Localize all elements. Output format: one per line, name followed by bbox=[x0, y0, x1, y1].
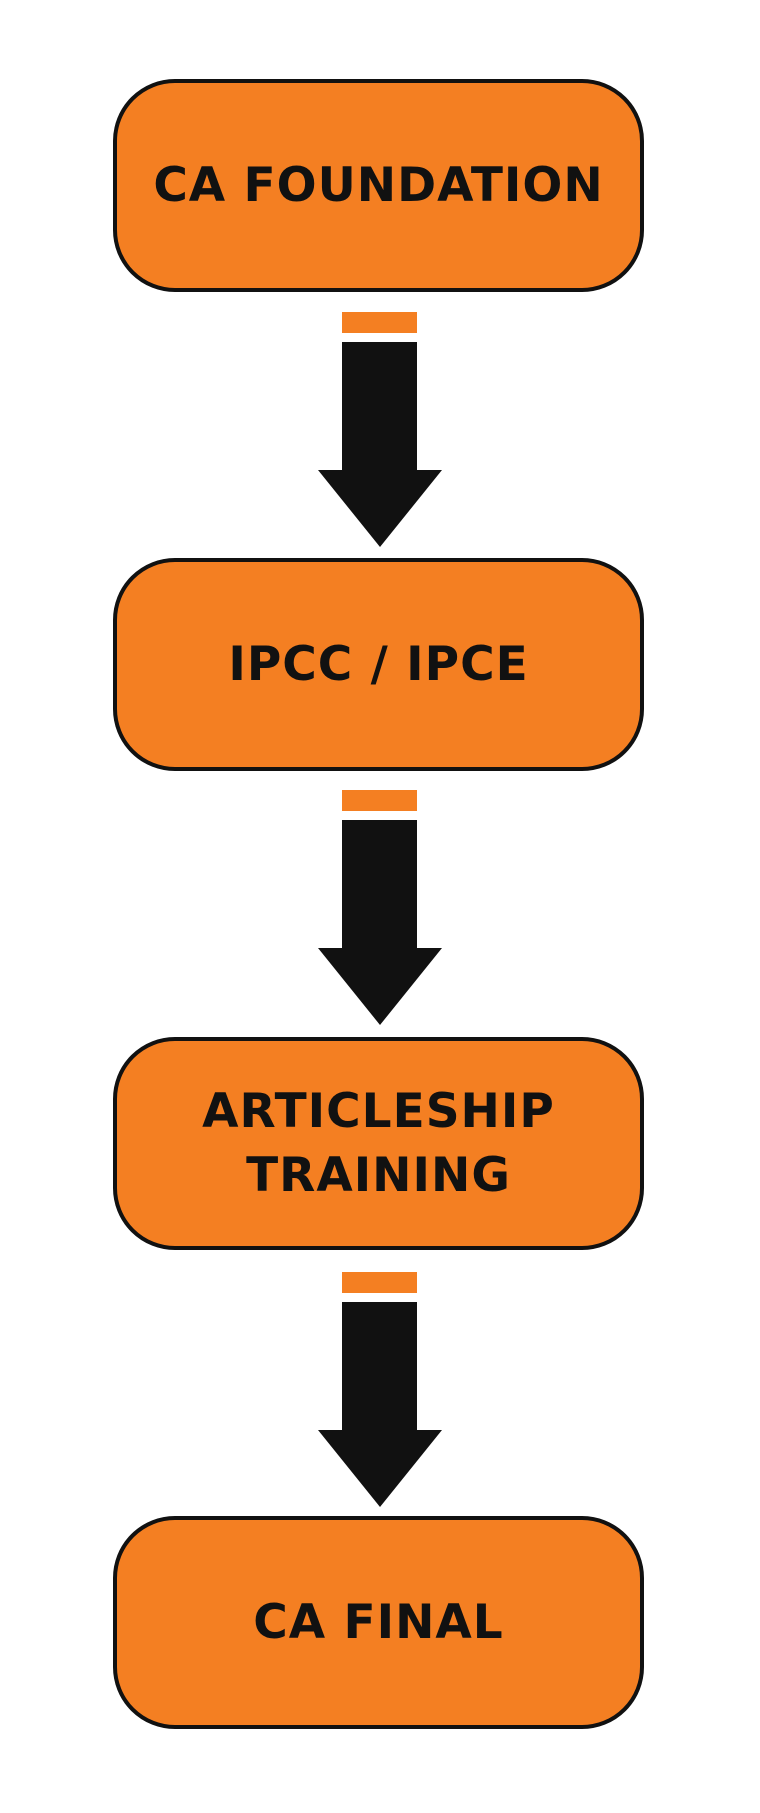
arrow-shaft bbox=[342, 342, 417, 470]
connector-arrow-2 bbox=[318, 790, 442, 1025]
down-arrow-icon bbox=[318, 790, 442, 1025]
arrow-head bbox=[318, 470, 442, 547]
arrow-cap bbox=[342, 790, 417, 811]
step-ipcc-ipce: IPCC / IPCE bbox=[113, 558, 644, 771]
arrow-cap bbox=[342, 1272, 417, 1293]
step-ca-foundation: CA FOUNDATION bbox=[113, 79, 644, 292]
step-label: CA FOUNDATION bbox=[133, 154, 623, 218]
arrow-head bbox=[318, 1430, 442, 1507]
arrow-head bbox=[318, 948, 442, 1025]
step-label-line: TRAINING bbox=[246, 1147, 511, 1203]
step-label: ARTICLESHIP TRAINING bbox=[182, 1080, 575, 1208]
arrow-shaft bbox=[342, 1302, 417, 1430]
step-label: IPCC / IPCE bbox=[208, 633, 548, 697]
connector-arrow-3 bbox=[318, 1272, 442, 1507]
step-label-line: CA FINAL bbox=[253, 1594, 504, 1650]
step-ca-final: CA FINAL bbox=[113, 1516, 644, 1729]
arrow-shaft bbox=[342, 820, 417, 948]
step-label-line: CA FOUNDATION bbox=[153, 157, 604, 213]
down-arrow-icon bbox=[318, 312, 442, 547]
arrow-cap bbox=[342, 312, 417, 333]
step-label-line: IPCC / IPCE bbox=[228, 636, 529, 692]
step-articleship-training: ARTICLESHIP TRAINING bbox=[113, 1037, 644, 1250]
step-label: CA FINAL bbox=[233, 1591, 523, 1655]
step-label-line: ARTICLESHIP bbox=[202, 1083, 555, 1139]
connector-arrow-1 bbox=[318, 312, 442, 547]
down-arrow-icon bbox=[318, 1272, 442, 1507]
